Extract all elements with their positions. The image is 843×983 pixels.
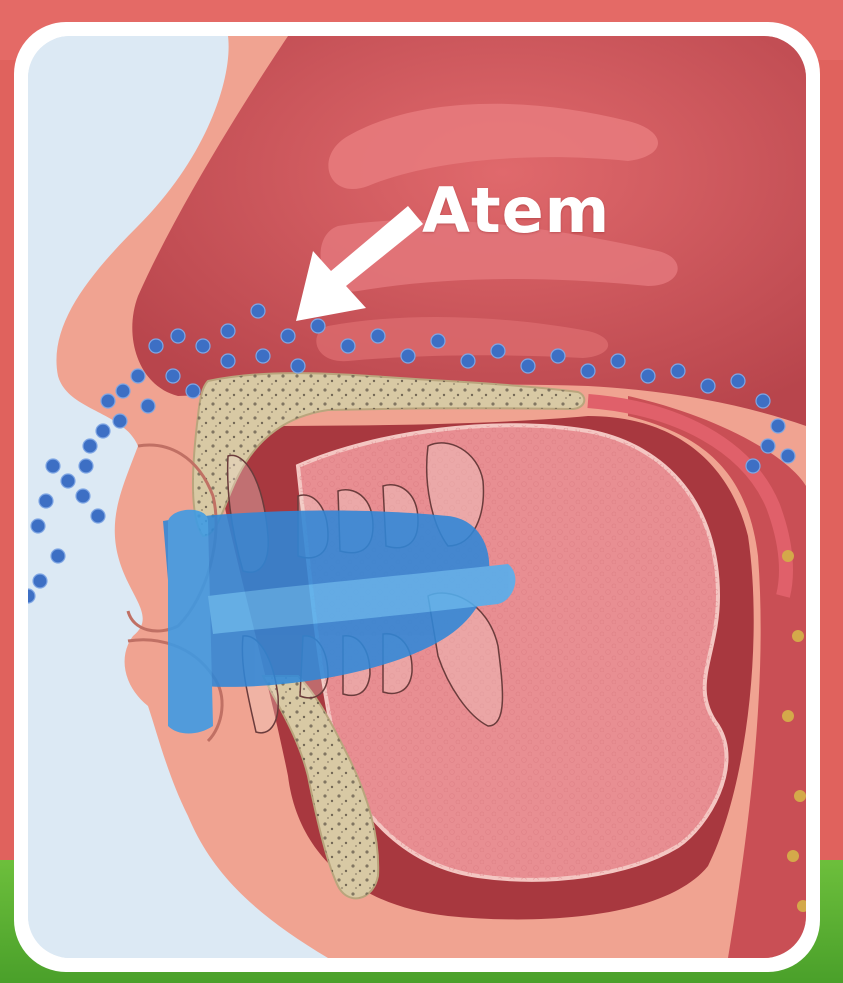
illustration-panel: Atem (28, 36, 806, 958)
breath-label: Atem (422, 174, 610, 247)
head-cross-section (28, 36, 806, 958)
